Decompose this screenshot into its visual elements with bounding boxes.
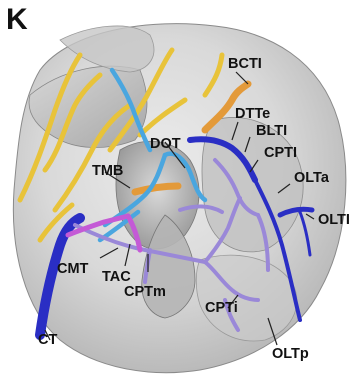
panel-letter: K	[6, 2, 28, 38]
label-olti: OLTI	[318, 212, 350, 228]
label-bcti: BCTI	[228, 56, 262, 72]
label-cpti-upper: CPTI	[264, 145, 297, 161]
label-dot: DOT	[150, 136, 181, 152]
label-blti: BLTI	[256, 123, 287, 139]
label-cpti-lower: CPTi	[205, 300, 238, 316]
label-oltp: OLTp	[272, 346, 309, 362]
label-cmt: CMT	[57, 261, 88, 277]
label-dtte: DTTe	[235, 106, 270, 122]
label-olta: OLTa	[294, 170, 329, 186]
label-tmb: TMB	[92, 163, 123, 179]
label-ct: CT	[38, 332, 57, 348]
label-tac: TAC	[102, 269, 131, 285]
label-cptm: CPTm	[124, 284, 166, 300]
